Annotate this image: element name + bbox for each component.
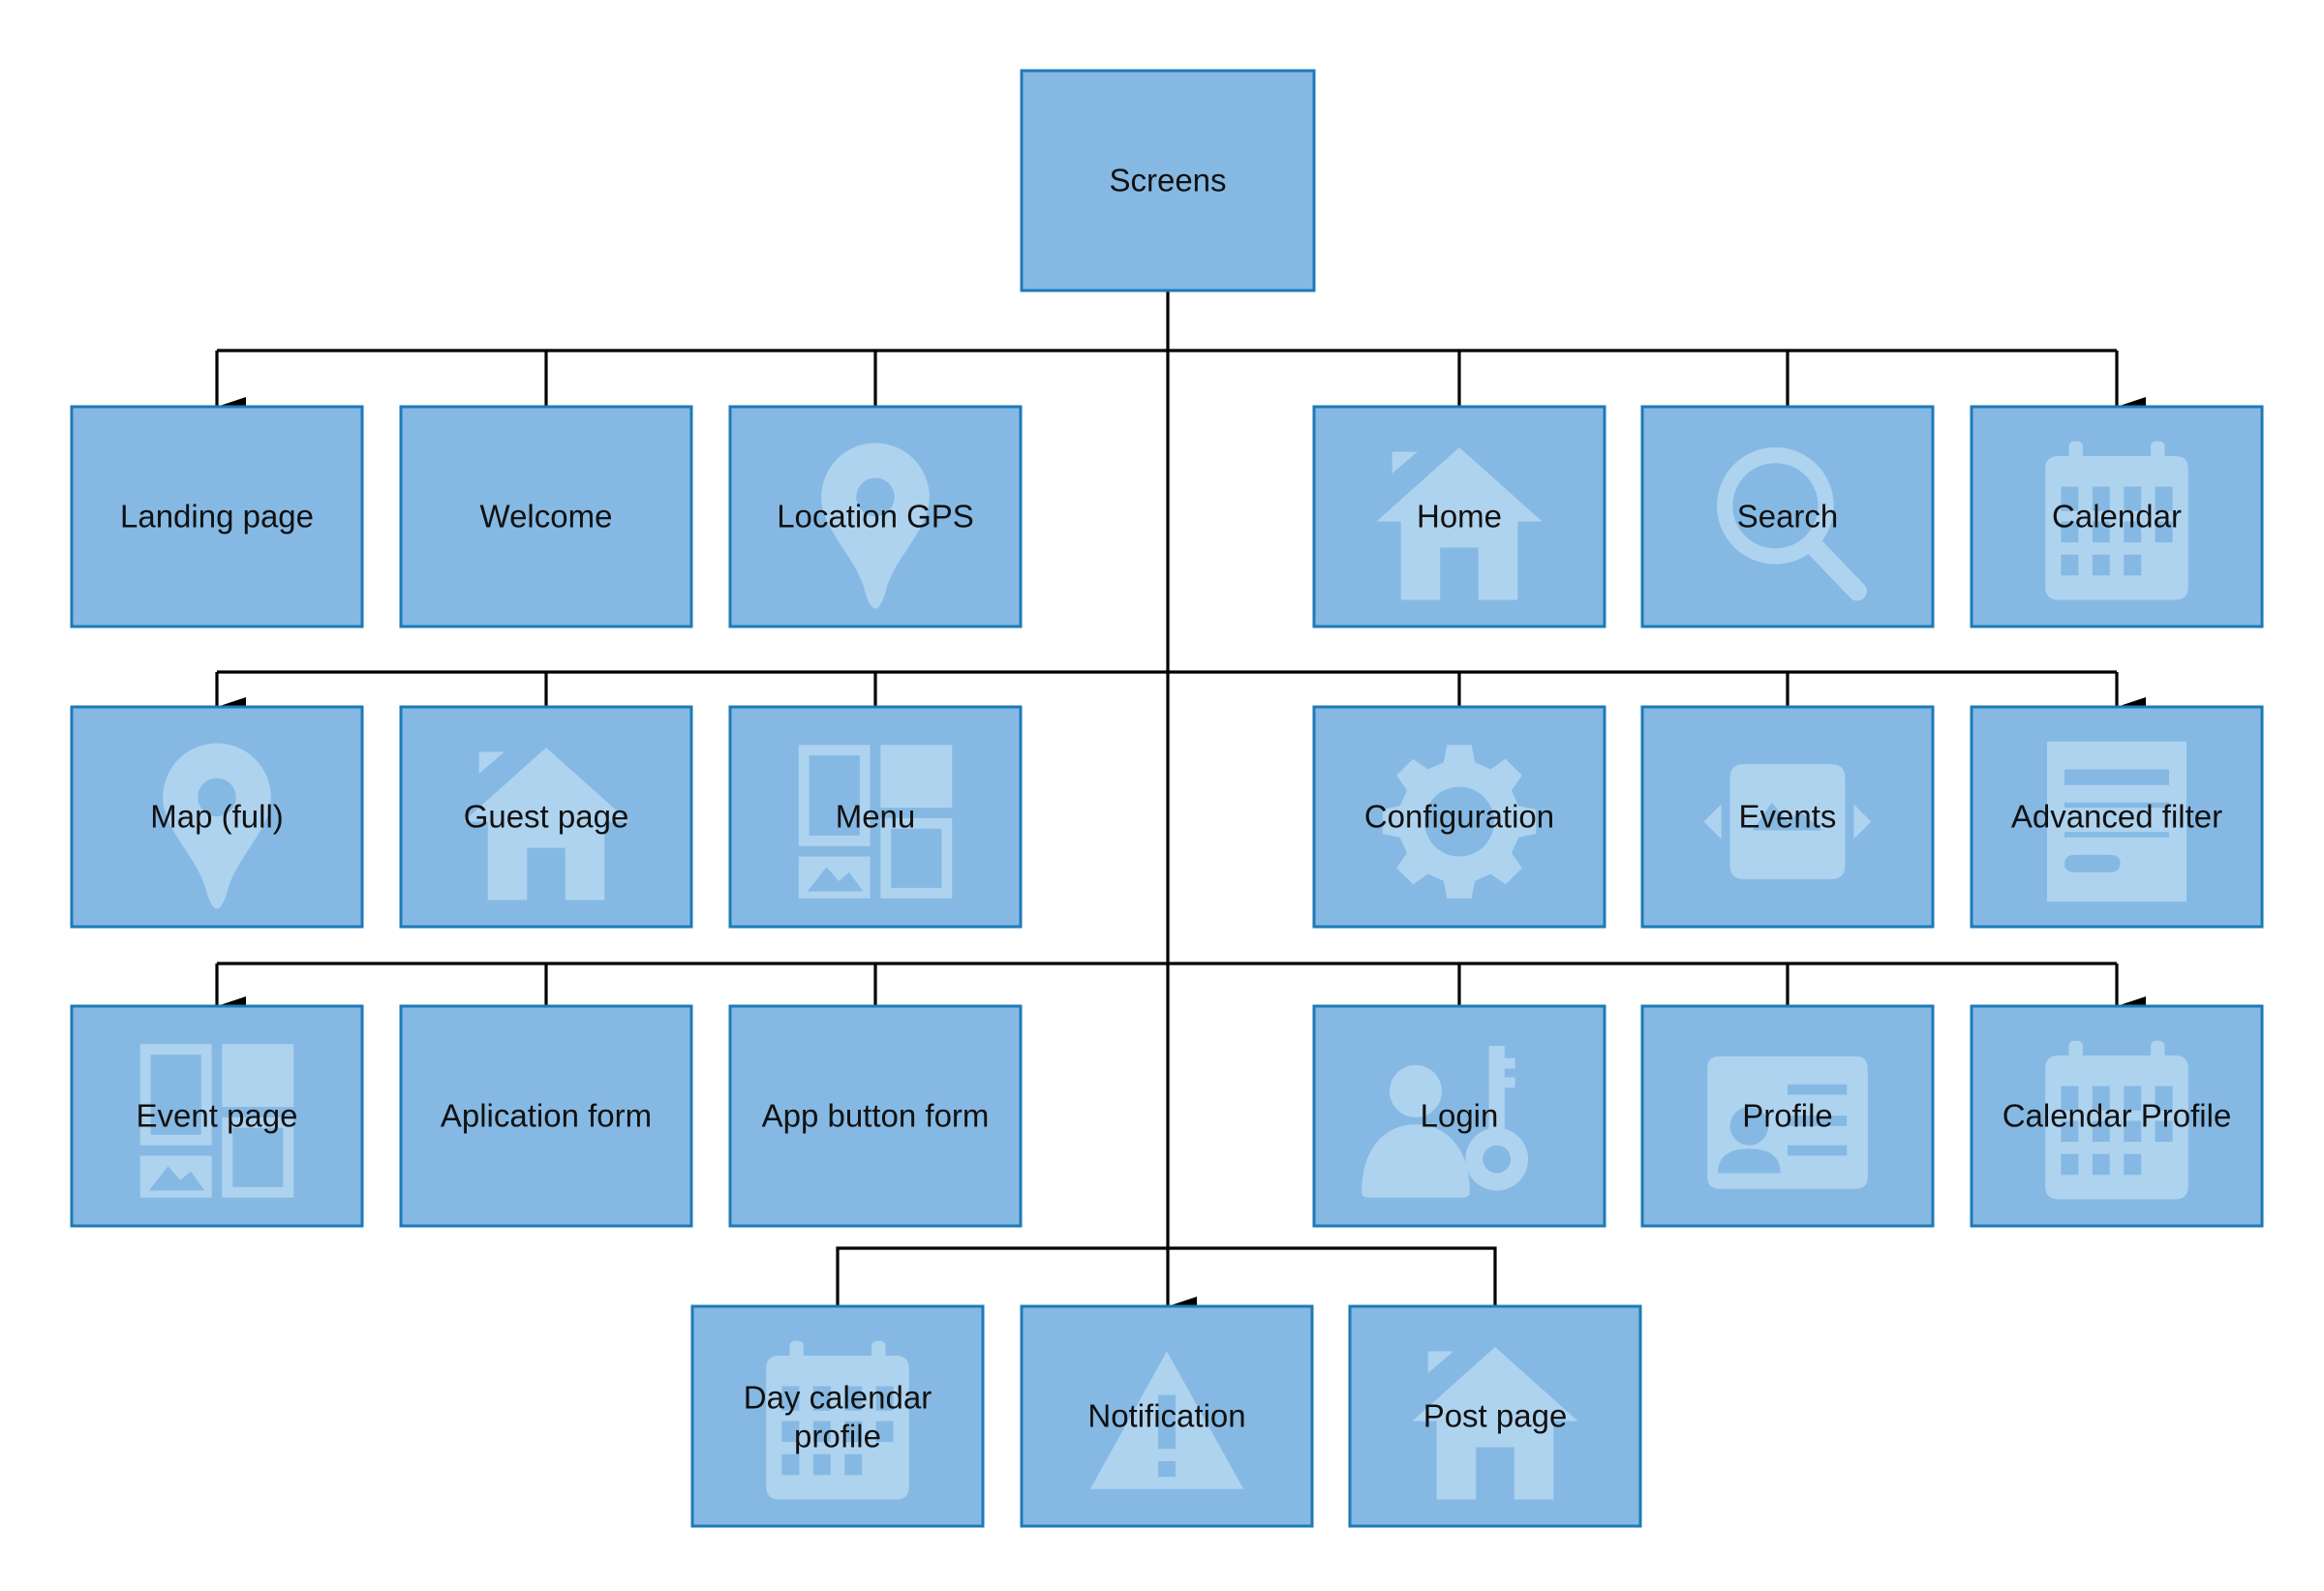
node-label: Guest page [464, 799, 629, 835]
root-node: Screens [1020, 69, 1316, 292]
node-location-gps: Location GPS [728, 405, 1023, 628]
node-label-line: Day calendar [744, 1380, 932, 1416]
node-box [70, 1004, 364, 1228]
node-event-page: Event page [70, 1004, 364, 1228]
node-label: Aplication form [441, 1098, 652, 1134]
node-box [728, 705, 1023, 929]
node-label: Configuration [1364, 799, 1554, 835]
node-label: Location GPS [777, 499, 974, 535]
node-label: Home [1417, 499, 1502, 535]
node-login: Login [1312, 1004, 1606, 1228]
node-calendar: Calendar [1970, 405, 2264, 628]
connectors [215, 291, 2146, 1316]
node-label: Post page [1423, 1398, 1568, 1434]
node-advanced-filter: Advanced filter [1970, 705, 2264, 929]
node-landing-page: Landing page [70, 405, 364, 628]
node-label: Advanced filter [2011, 799, 2222, 835]
node-box [70, 405, 364, 628]
node-menu: Menu [728, 705, 1023, 929]
node-home: Home [1312, 405, 1606, 628]
node-box [1020, 1304, 1314, 1528]
node-box [1020, 69, 1316, 292]
node-label: Search [1737, 499, 1839, 535]
node-box [728, 1004, 1023, 1228]
node-label: App button form [762, 1098, 990, 1134]
node-box [1640, 405, 1935, 628]
node-map-full: Map (full) [70, 705, 364, 929]
node-events: Events [1640, 705, 1935, 929]
node-box [399, 405, 693, 628]
node-label: Calendar Profile [2003, 1098, 2232, 1134]
node-label: Calendar [2052, 499, 2182, 535]
node-label: Landing page [120, 499, 314, 535]
node-label: Login [1421, 1098, 1499, 1134]
node-label: Event page [137, 1098, 298, 1134]
node-label: Profile [1742, 1098, 1833, 1134]
node-label: Events [1739, 799, 1837, 835]
node-label: Notification [1087, 1398, 1245, 1434]
node-calendar-profile: Calendar Profile [1970, 1004, 2264, 1228]
node-box [399, 1004, 693, 1228]
node-label: Menu [836, 799, 916, 835]
node-welcome: Welcome [399, 405, 693, 628]
node-aplication-form: Aplication form [399, 1004, 693, 1228]
node-app-button-form: App button form [728, 1004, 1023, 1228]
node-label-line: profile [794, 1419, 881, 1454]
node-guest-page: Guest page [399, 705, 693, 929]
node-label: Screens [1109, 163, 1226, 199]
node-label: Welcome [480, 499, 613, 535]
node-search: Search [1640, 405, 1935, 628]
node-post-page: Post page [1348, 1304, 1642, 1528]
node-configuration: Configuration [1312, 705, 1606, 929]
node-notification: Notification [1020, 1304, 1314, 1528]
node-profile: Profile [1640, 1004, 1935, 1228]
node-label: Map (full) [150, 799, 284, 835]
